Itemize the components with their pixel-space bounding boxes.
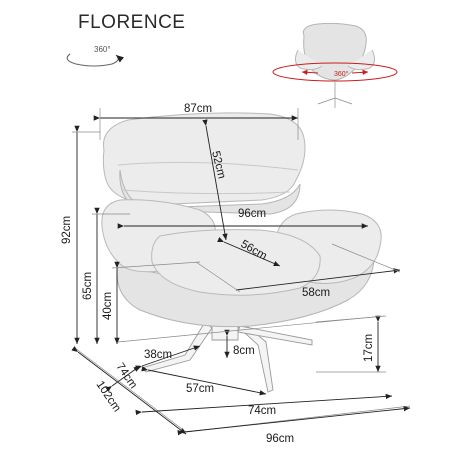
dim-seat-depth: 58cm (302, 287, 330, 299)
dim-seat-height: 40cm (102, 292, 114, 320)
dim-overall-width: 96cm (266, 433, 294, 445)
dim-total-height: 92cm (61, 216, 73, 244)
dim-base-height: 8cm (233, 345, 255, 357)
dim-top-width: 87cm (184, 103, 212, 115)
dim-footprint-side: 74cm (114, 361, 140, 391)
thumbnail-360-label: 360° (334, 70, 349, 78)
rotate-360-label: 360° (94, 45, 111, 54)
dim-depth: 102cm (94, 379, 123, 414)
dim-arm-height: 65cm (82, 272, 94, 300)
dim-base-diag: 57cm (186, 383, 214, 395)
dim-base-leg: 38cm (144, 349, 172, 361)
dim-base-side: 17cm (363, 334, 375, 362)
dim-footprint-front: 74cm (248, 405, 276, 417)
dimension-lines (71, 108, 411, 436)
product-title: FLORENCE (78, 12, 185, 33)
dim-arm-width: 96cm (238, 208, 266, 220)
thumbnail-chair: 360° (272, 22, 398, 108)
rotate-360-icon: 360° (66, 45, 125, 67)
